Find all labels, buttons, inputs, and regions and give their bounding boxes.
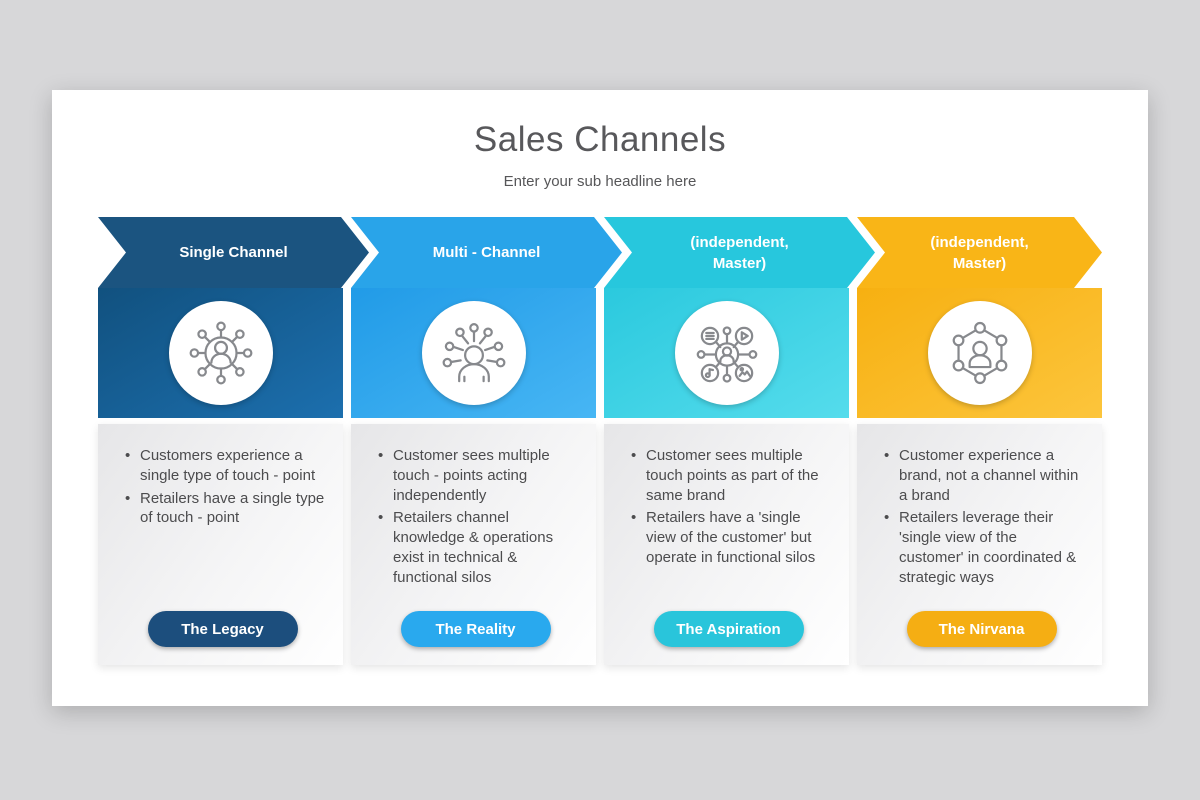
column-header-label: Single Channel <box>179 244 288 261</box>
column-independent-master-1: (independent, Master) <box>604 217 849 665</box>
icon-badge <box>674 301 779 405</box>
bullet-item: Customer sees multiple touch points as p… <box>626 446 831 505</box>
bullet-item: Customer experience a brand, not a chann… <box>879 446 1084 505</box>
bullet-list: Customers experience a single type of to… <box>120 446 325 531</box>
column-icon-area <box>351 288 596 418</box>
icon-badge <box>421 301 526 405</box>
column-header-label: Multi - Channel <box>432 244 541 261</box>
column-text-panel: Customer sees multiple touch points as p… <box>604 424 849 665</box>
column-header-label: (independent, Master) <box>690 233 789 272</box>
bullet-item: Retailers channel knowledge & operations… <box>373 508 578 587</box>
column-text-panel: Customer experience a brand, not a chann… <box>857 424 1102 665</box>
bullet-list: Customer sees multiple touch - points ac… <box>373 446 578 591</box>
bullet-item: Retailers have a single type of touch - … <box>120 489 325 529</box>
column-header-banner: (independent, Master) <box>604 217 875 288</box>
bullet-item: Retailers leverage their 'single view of… <box>879 508 1084 587</box>
legacy-button[interactable]: The Legacy <box>147 611 298 647</box>
nirvana-button[interactable]: The Nirvana <box>906 611 1057 647</box>
aspiration-button[interactable]: The Aspiration <box>653 611 804 647</box>
bullet-item: Customer sees multiple touch - points ac… <box>373 446 578 505</box>
column-icon-area <box>604 288 849 418</box>
column-icon-area <box>857 288 1102 418</box>
column-text-panel: Customer sees multiple touch - points ac… <box>351 424 596 665</box>
user-radiating-channels-icon <box>442 323 505 383</box>
column-header-banner: Single Channel <box>98 217 369 288</box>
column-icon-area <box>98 288 343 418</box>
bullet-item: Customers experience a single type of to… <box>120 446 325 486</box>
page-subtitle: Enter your sub headline here <box>503 173 697 190</box>
bullet-list: Customer sees multiple touch points as p… <box>626 446 831 571</box>
channel-columns: Single Channel <box>98 217 1102 665</box>
user-hexagon-network-icon <box>952 321 1007 385</box>
column-header-banner: Multi - Channel <box>351 217 622 288</box>
column-independent-master-2: (independent, Master) Customer expe <box>857 217 1102 665</box>
column-multi-channel: Multi - Channel <box>351 217 596 665</box>
slide-header: Sales Channels Enter your sub headline h… <box>52 120 1148 190</box>
column-text-panel: Customers experience a single type of to… <box>98 424 343 665</box>
user-hub-network-icon <box>189 321 252 385</box>
column-single-channel: Single Channel <box>98 217 343 665</box>
bullet-list: Customer experience a brand, not a chann… <box>879 446 1084 591</box>
slide-canvas: Sales Channels Enter your sub headline h… <box>52 90 1148 706</box>
page-title: Sales Channels <box>473 120 727 159</box>
bullet-item: Retailers have a 'single view of the cus… <box>626 508 831 567</box>
icon-badge <box>927 301 1032 405</box>
reality-button[interactable]: The Reality <box>400 611 551 647</box>
column-header-label: (independent, Master) <box>930 233 1029 272</box>
icon-badge <box>168 301 273 405</box>
column-header-banner: (independent, Master) <box>857 217 1102 288</box>
user-media-channels-icon <box>696 326 757 383</box>
